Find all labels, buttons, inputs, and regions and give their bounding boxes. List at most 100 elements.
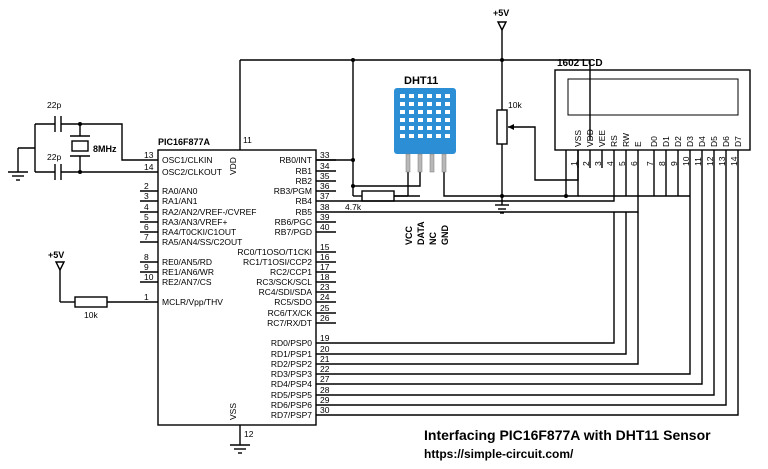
cap1-label: 22p	[47, 100, 61, 110]
dht-grille-slot	[400, 94, 405, 98]
lcd-pin-label: VDD	[585, 129, 595, 147]
mcu-pin-number: 10	[144, 272, 154, 282]
dht-grille-slot	[436, 94, 441, 98]
mcu-pin-label: RE1/AN6/WR	[162, 267, 214, 277]
mcu-pin-number: 38	[320, 202, 330, 212]
dht-grille-slot	[436, 118, 441, 122]
mcu-pin-label: RB1	[295, 166, 312, 176]
lcd-pins: VSS1VDD2VEE3RS4RW5E6D07D18D29D310D411D51…	[569, 129, 743, 168]
bus-wire	[336, 168, 639, 213]
cap2-label: 22p	[47, 152, 61, 162]
lcd-pin-label: D3	[685, 136, 695, 147]
dht-grille-slot	[418, 118, 423, 122]
lcd-name: 1602 LCD	[557, 58, 603, 69]
bus-wire	[336, 196, 691, 375]
lcd-pin-number: 12	[705, 156, 715, 166]
mcu-pin-number: 27	[320, 374, 330, 384]
dht-grille-slot	[400, 102, 405, 106]
mcu-pin-number: 13	[144, 150, 154, 160]
pullup-resistor	[361, 190, 395, 202]
dht-leg	[417, 153, 423, 173]
lcd-body	[554, 69, 751, 151]
lcd-pin-label: VSS	[573, 130, 583, 147]
dht-pin-label: VCC	[404, 225, 414, 245]
dht-leg	[405, 153, 411, 173]
mcu-pin-number: 9	[144, 262, 149, 272]
dht-grille	[400, 94, 450, 138]
dht-grille-slot	[409, 126, 414, 130]
lcd-pin-number: 4	[605, 161, 615, 166]
mcu-pin-label: RD2/PSP2	[271, 359, 312, 369]
mcu-pin-label: RB2	[295, 176, 312, 186]
dht-grille-slot	[400, 134, 405, 138]
mcu-pin-number: 21	[320, 354, 330, 364]
mcu-pin-label: RD0/PSP0	[271, 338, 312, 348]
mcu-vss-label: VSS	[228, 403, 238, 420]
mcu-pin-number: 6	[144, 222, 149, 232]
mcu-pin-number: 23	[320, 282, 330, 292]
mcu-body	[157, 149, 317, 426]
dht-pin-label: DATA	[416, 221, 426, 245]
lcd-pin-number: 11	[693, 157, 703, 166]
dht-grille-slot	[427, 110, 432, 114]
mcu-pin-number: 36	[320, 181, 330, 191]
dht-grille-slot	[445, 118, 450, 122]
dht-grille-slot	[436, 102, 441, 106]
bus-wire	[336, 168, 727, 406]
dht-grille-slot	[418, 126, 423, 130]
pot-label: 10k	[508, 100, 522, 110]
dht-grille-slot	[400, 110, 405, 114]
lcd-pin-label: VEE	[597, 130, 607, 147]
mcu-pin-number: 28	[320, 385, 330, 395]
mcu-lcd-bus	[336, 168, 739, 416]
lcd-pin-label: E	[633, 141, 643, 147]
lcd-pin-number: 13	[717, 156, 727, 166]
mcu-pin-label: RD1/PSP1	[271, 349, 312, 359]
dht-grille-slot	[427, 102, 432, 106]
mcu-pin-label: RB6/PGC	[275, 217, 312, 227]
lcd-pin-number: 1	[569, 161, 579, 166]
bus-wire	[336, 168, 715, 396]
crystal-label: 8MHz	[93, 144, 117, 154]
mcu-pin-number: 34	[320, 161, 330, 171]
dht-grille-slot	[409, 110, 414, 114]
mcu-pin-number: 16	[320, 252, 330, 262]
mcu-pin-number: 22	[320, 364, 330, 374]
mclr-resistor-label: 10k	[84, 310, 98, 320]
dht-grille-slot	[418, 102, 423, 106]
mcu-pin-number: 2	[144, 181, 149, 191]
dht-leg	[441, 153, 447, 173]
mcu-pin-label: RC7/RX/DT	[267, 318, 312, 328]
dht-pin-label: GND	[440, 225, 450, 246]
mcu-pin-number: 25	[320, 303, 330, 313]
lcd-pin-number: 2	[581, 161, 591, 166]
dht-grille-slot	[427, 134, 432, 138]
mcu-pin-number: 24	[320, 292, 330, 302]
supply-label: +5V	[493, 8, 509, 18]
dht-grille-slot	[427, 118, 432, 122]
mcu-pin-label: RB3/PGM	[274, 186, 312, 196]
mcu-pin-number: 17	[320, 262, 330, 272]
dht-grille-slot	[445, 110, 450, 114]
bus-wire	[336, 168, 615, 202]
mcu-pin-number: 14	[144, 162, 154, 172]
dht-grille-slot	[427, 94, 432, 98]
dht-grille-slot	[427, 126, 432, 130]
mcu-pin-label: OSC2/CLKOUT	[162, 167, 222, 177]
mcu-pin-label: RC0/T1OSO/T1CKI	[237, 247, 312, 257]
bus-wire	[336, 212, 615, 344]
lcd-pin-number: 14	[729, 156, 739, 166]
dht-name: DHT11	[404, 75, 438, 87]
dht-data-wire	[353, 172, 421, 187]
dht-grille-slot	[445, 102, 450, 106]
dht-grille-slot	[409, 118, 414, 122]
mcu-pin-number: 40	[320, 222, 330, 232]
dht-grille-slot	[409, 134, 414, 138]
contrast-pot	[496, 109, 508, 145]
bus-wire	[336, 212, 639, 365]
mcu-pin-number: 26	[320, 313, 330, 323]
